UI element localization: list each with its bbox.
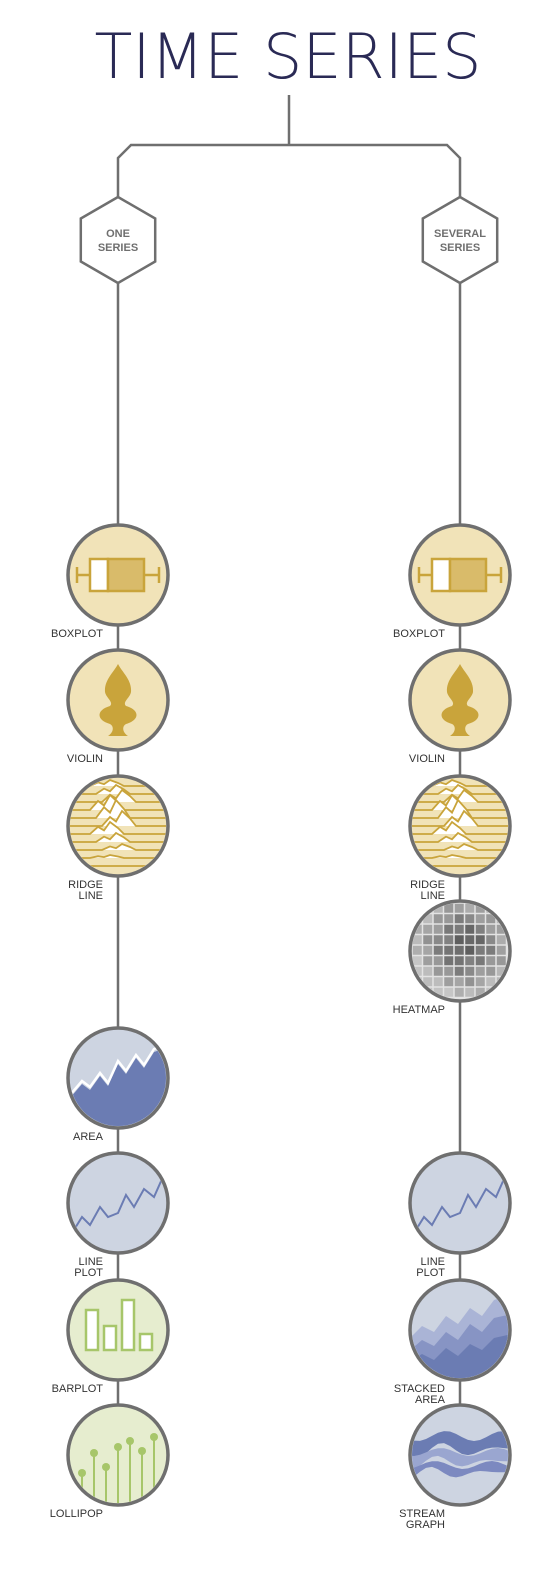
node-label: BOXPLOT bbox=[51, 628, 103, 640]
branch-label: SERIES bbox=[440, 242, 480, 254]
node-label: LINE bbox=[421, 1256, 445, 1268]
node-label: LINE bbox=[79, 890, 103, 902]
branch-label: SEVERAL bbox=[434, 228, 486, 240]
chart-node: BARPLOT bbox=[52, 1278, 170, 1395]
connector-lines bbox=[116, 95, 462, 1455]
node-label: LOLLIPOP bbox=[50, 1508, 103, 1520]
chart-node: LOLLIPOP bbox=[50, 1403, 170, 1520]
lollipop-icon bbox=[78, 1433, 158, 1503]
line-plot-icon bbox=[71, 1177, 166, 1234]
boxplot-icon bbox=[417, 557, 503, 593]
node-label: BARPLOT bbox=[52, 1383, 104, 1395]
violin-icon bbox=[99, 664, 137, 736]
hexagon-shape bbox=[79, 195, 157, 285]
chart-nodes: BOXPLOTVIOLINRIDGELINEAREALINEPLOTBARPLO… bbox=[50, 523, 512, 1531]
hexagon-shape bbox=[421, 195, 499, 285]
branch-bar-line bbox=[116, 143, 462, 197]
chart-node: BOXPLOT bbox=[51, 523, 170, 640]
node-label: LINE bbox=[79, 1256, 103, 1268]
chart-node: BOXPLOT bbox=[393, 523, 512, 640]
branch-hexagon: ONE SERIES bbox=[79, 195, 157, 285]
branch-hexagons: ONE SERIES SEVERAL SERIES bbox=[79, 195, 499, 285]
node-label: HEATMAP bbox=[393, 1004, 445, 1016]
barplot-icon bbox=[84, 1298, 154, 1352]
node-label: PLOT bbox=[74, 1267, 103, 1279]
node-label: LINE bbox=[421, 890, 445, 902]
page-title: TIME SERIES bbox=[95, 20, 482, 93]
node-label: AREA bbox=[415, 1394, 446, 1406]
branch-label: ONE bbox=[106, 228, 130, 240]
node-label: AREA bbox=[73, 1131, 104, 1143]
line-plot-icon bbox=[413, 1177, 508, 1234]
branch-label: SERIES bbox=[98, 242, 138, 254]
chart-node: VIOLIN bbox=[408, 648, 512, 765]
branch-hexagon: SEVERAL SERIES bbox=[421, 195, 499, 285]
chart-node: AREA bbox=[66, 1026, 170, 1143]
node-label: VIOLIN bbox=[409, 753, 445, 765]
node-circle bbox=[66, 1278, 170, 1382]
streamgraph-icon bbox=[412, 1431, 508, 1480]
chart-node: HEATMAP bbox=[393, 899, 512, 1016]
node-label: STACKED bbox=[394, 1383, 445, 1395]
node-label: PLOT bbox=[416, 1267, 445, 1279]
node-circle bbox=[66, 1151, 170, 1255]
boxplot-icon bbox=[75, 557, 161, 593]
node-label: BOXPLOT bbox=[393, 628, 445, 640]
node-label: GRAPH bbox=[406, 1519, 445, 1531]
chart-node: VIOLIN bbox=[66, 648, 170, 765]
node-circle bbox=[408, 1151, 512, 1255]
ridgeline-icon bbox=[412, 778, 508, 867]
area-chart-icon bbox=[70, 1043, 166, 1126]
node-label: RIDGE bbox=[410, 879, 445, 891]
node-label: RIDGE bbox=[68, 879, 103, 891]
heatmap-icon bbox=[412, 903, 506, 997]
node-label: VIOLIN bbox=[67, 753, 103, 765]
node-label: STREAM bbox=[399, 1508, 445, 1520]
violin-icon bbox=[441, 664, 479, 736]
ridgeline-icon bbox=[70, 778, 166, 867]
